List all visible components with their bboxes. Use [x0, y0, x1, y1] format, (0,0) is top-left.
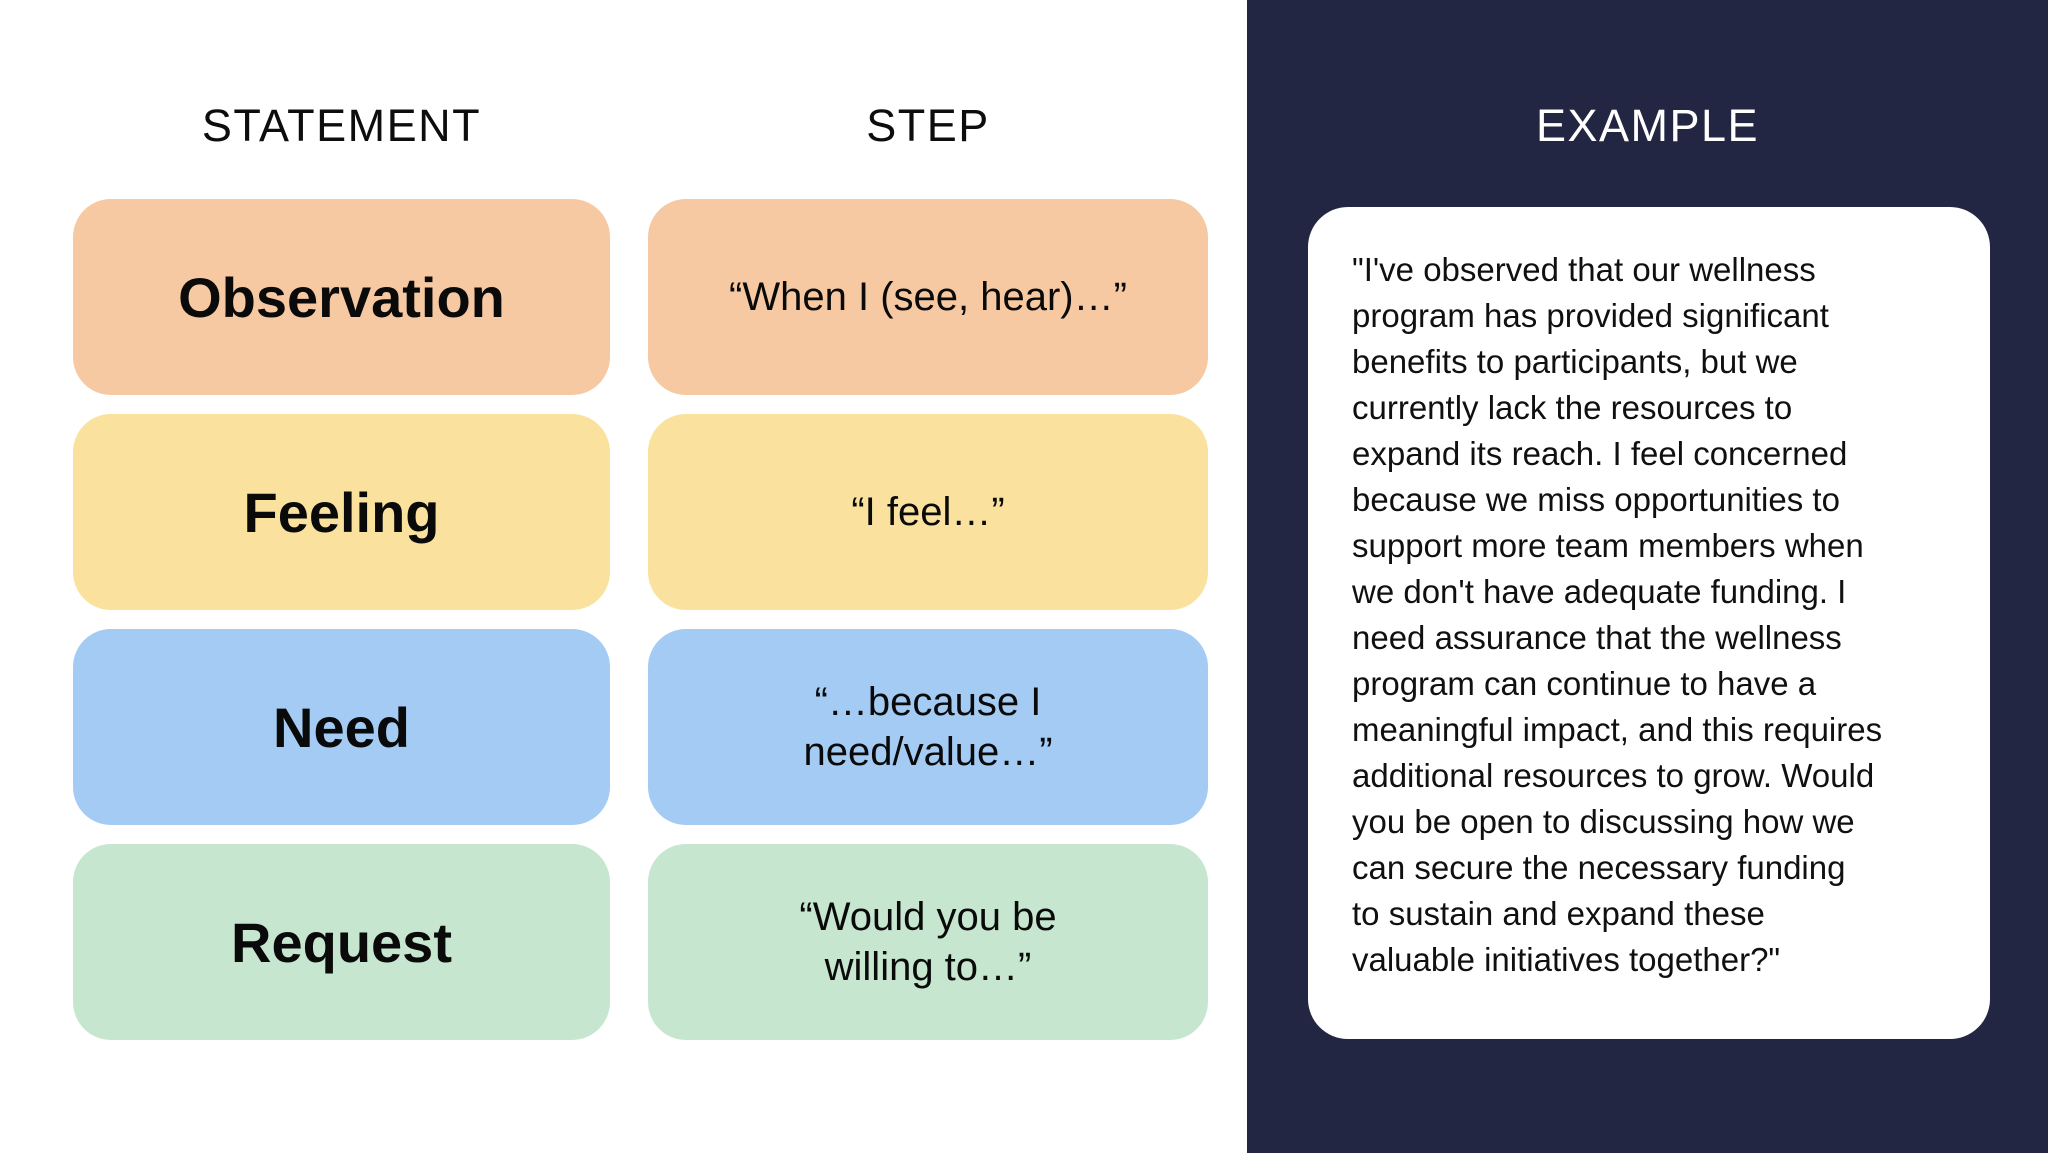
- step-box-feeling: “I feel…”: [648, 414, 1208, 610]
- example-card: "I've observed that our wellness program…: [1308, 207, 1990, 1039]
- statement-box-observation: Observation: [73, 199, 610, 395]
- example-panel: EXAMPLE "I've observed that our wellness…: [1247, 0, 2048, 1153]
- step-text: “Would you be willing to…”: [799, 895, 1057, 989]
- step-column-header: STEP: [866, 100, 990, 151]
- example-text: "I've observed that our wellness program…: [1352, 251, 1883, 978]
- step-text: “I feel…”: [851, 490, 1005, 534]
- step-box-need: “…because I need/value…”: [648, 629, 1208, 825]
- step-text: “When I (see, hear)…”: [729, 275, 1127, 319]
- statement-label: Request: [231, 910, 452, 974]
- statement-label: Need: [273, 695, 410, 759]
- statement-column-header: STATEMENT: [201, 100, 482, 151]
- statement-box-feeling: Feeling: [73, 414, 610, 610]
- statement-box-request: Request: [73, 844, 610, 1040]
- step-box-request: “Would you be willing to…”: [648, 844, 1208, 1040]
- step-text: “…because I need/value…”: [803, 680, 1053, 774]
- example-column-header: EXAMPLE: [1535, 100, 1760, 151]
- statement-label: Feeling: [243, 480, 440, 544]
- step-box-observation: “When I (see, hear)…”: [648, 199, 1208, 395]
- statement-box-need: Need: [73, 629, 610, 825]
- statement-label: Observation: [178, 265, 505, 329]
